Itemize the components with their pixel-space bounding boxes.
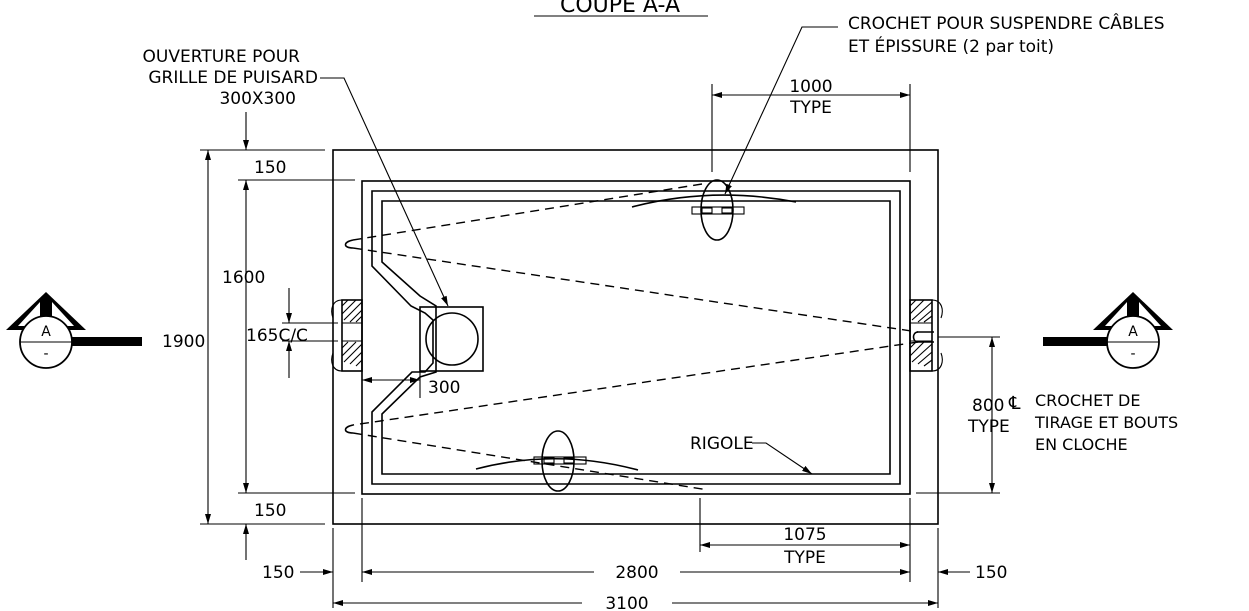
dimension-bottom-lines bbox=[300, 498, 970, 608]
rigole-channel bbox=[371, 190, 901, 485]
dimension-bottom-3100: 3100 bbox=[605, 594, 648, 611]
pull-hook-note-line1: CROCHET DE bbox=[1035, 391, 1140, 410]
dimension-right-800 bbox=[916, 336, 1000, 494]
dimension-left-165: 165C/C bbox=[246, 326, 308, 346]
right-conduit-block bbox=[909, 299, 943, 372]
hook-note-line1: CROCHET POUR SUSPENDRE CÂBLES bbox=[848, 12, 1164, 34]
section-marker-right-sub: - bbox=[1130, 346, 1135, 362]
dimension-top-1000-type: TYPE bbox=[789, 98, 832, 118]
section-marker-right-icon bbox=[1043, 292, 1173, 369]
dimension-left-1900: 1900 bbox=[162, 332, 205, 352]
pull-hook-note-line2: TIRAGE ET BOUTS bbox=[1034, 413, 1178, 432]
section-marker-left-icon bbox=[6, 292, 142, 369]
dimension-left-150-top: 150 bbox=[254, 158, 286, 178]
rigole-label: RIGOLE bbox=[690, 434, 754, 454]
sump-grate-icon bbox=[425, 312, 479, 366]
section-marker-left-sub: - bbox=[43, 346, 48, 362]
dimension-right-800-value: 800 bbox=[972, 396, 1004, 416]
hook-note-line2: ET ÉPISSURE (2 par toit) bbox=[848, 35, 1054, 57]
section-title: COUPE A-A bbox=[560, 0, 680, 18]
dimension-bottom-150-right: 150 bbox=[975, 563, 1007, 583]
rigole-leader bbox=[752, 442, 813, 475]
dimension-mid-300 bbox=[362, 371, 421, 398]
dimension-bottom-1075-value: 1075 bbox=[783, 525, 826, 545]
cable-hook-top-icon bbox=[631, 179, 797, 241]
rigole-channel-inner bbox=[381, 200, 891, 475]
cable-runs bbox=[344, 183, 919, 491]
dimension-bottom-1075-type: TYPE bbox=[783, 548, 826, 568]
sump-opening bbox=[419, 306, 484, 372]
section-marker-right-letter: A bbox=[1128, 324, 1138, 340]
dimension-mid-300-value: 300 bbox=[428, 378, 460, 398]
centerline-icon: ℄ bbox=[1008, 393, 1021, 414]
dimension-bottom-150-left: 150 bbox=[262, 563, 294, 583]
dimension-bottom-2800: 2800 bbox=[615, 563, 658, 583]
dimension-left-1600: 1600 bbox=[222, 268, 265, 288]
opening-note-line3: 300X300 bbox=[219, 89, 296, 109]
dimension-left-lines bbox=[200, 112, 355, 560]
pull-hook-note-line3: EN CLOCHE bbox=[1035, 435, 1128, 454]
hook-note-leader bbox=[724, 26, 838, 195]
dimension-top-1000-value: 1000 bbox=[789, 77, 832, 97]
section-marker-left-letter: A bbox=[41, 324, 51, 340]
dimension-left-150-bottom: 150 bbox=[254, 501, 286, 521]
opening-note-line1: OUVERTURE POUR bbox=[143, 47, 301, 67]
dimension-top-1000 bbox=[711, 84, 911, 172]
opening-note-leader bbox=[320, 77, 449, 307]
opening-note-line2: GRILLE DE PUISARD bbox=[148, 68, 318, 88]
dimension-right-800-type: TYPE bbox=[967, 417, 1010, 437]
left-conduit-block bbox=[331, 299, 363, 372]
cable-hook-bottom-icon bbox=[475, 430, 639, 492]
